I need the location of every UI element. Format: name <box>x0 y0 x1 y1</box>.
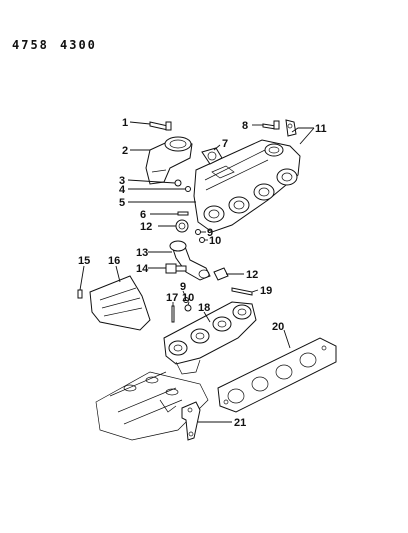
small-gasket <box>201 147 223 165</box>
bracket-11 <box>285 119 297 137</box>
callout-8: 8 <box>242 120 248 132</box>
bolt-15 <box>77 289 83 299</box>
diagram-code-left: 4758 <box>12 38 49 52</box>
callout-16: 16 <box>108 255 120 267</box>
callout-17: 17 <box>166 292 178 304</box>
support-bracket <box>181 401 201 441</box>
callout-12a: 12 <box>140 221 152 233</box>
callout-10b: 10 <box>182 292 194 304</box>
callout-13: 13 <box>136 247 148 259</box>
callout-2: 2 <box>122 145 128 157</box>
callout-10a: 10 <box>209 235 221 247</box>
bolt-8 <box>262 120 280 130</box>
exhaust-gasket <box>217 337 337 413</box>
callout-11: 11 <box>315 123 327 135</box>
callout-4: 4 <box>119 184 126 196</box>
callout-3: 3 <box>119 175 125 187</box>
o-ring <box>175 219 189 233</box>
coolant-pipe <box>169 240 211 281</box>
callout-12b: 12 <box>246 269 258 281</box>
diagram-code-right: 4300 <box>60 38 97 52</box>
callout-1: 1 <box>122 117 128 129</box>
callout-7: 7 <box>222 138 228 150</box>
exhaust-manifold <box>163 301 257 375</box>
bolt-14 <box>165 263 187 274</box>
clip-12b <box>213 267 229 281</box>
callout-9a: 9 <box>207 227 213 239</box>
washer-9a <box>195 229 201 235</box>
callout-18: 18 <box>198 302 210 314</box>
heat-shield <box>89 275 151 331</box>
callout-6: 6 <box>140 209 146 221</box>
stud-19 <box>231 287 253 296</box>
callout-21: 21 <box>234 417 246 429</box>
callout-9b: 9 <box>180 281 186 293</box>
nut-10b <box>184 304 192 312</box>
callout-15: 15 <box>78 255 90 267</box>
callout-19: 19 <box>260 285 272 297</box>
nut-3 <box>174 179 182 187</box>
bolt-1 <box>149 121 172 131</box>
stud-6 <box>177 211 189 216</box>
stud-17 <box>171 305 175 323</box>
callout-14: 14 <box>136 263 149 275</box>
throttle-elbow <box>145 136 193 185</box>
callout-labels: 1 2 3 4 5 6 7 8 9 10 11 12 13 14 12 19 1… <box>78 117 327 429</box>
washer-4 <box>185 186 191 192</box>
leader-lines <box>79 121 315 423</box>
callout-5: 5 <box>119 197 125 209</box>
callout-20: 20 <box>272 321 284 333</box>
intake-manifold <box>193 139 301 233</box>
nut-10a <box>199 237 205 243</box>
